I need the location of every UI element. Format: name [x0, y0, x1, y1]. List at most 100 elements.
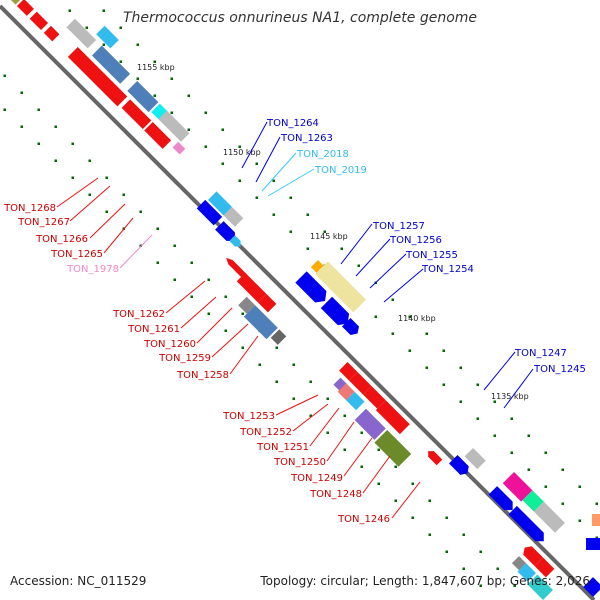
scale-dot — [187, 128, 191, 131]
scale-dot — [272, 213, 276, 216]
gene-label-ton1266[interactable]: TON_1266 — [35, 234, 88, 245]
gene-blue — [583, 577, 600, 597]
topology-text: Topology: circular; Length: 1,847,607 bp… — [260, 574, 590, 588]
gene-label-ton1264[interactable]: TON_1264 — [266, 118, 319, 129]
scale-dot — [527, 434, 530, 438]
gene-label-ton1268[interactable]: TON_1268 — [3, 203, 56, 214]
gene-label-ton1978[interactable]: TON_1978 — [66, 264, 119, 275]
gene-label-ton1261[interactable]: TON_1261 — [127, 324, 180, 335]
gene-label-ton1267[interactable]: TON_1267 — [17, 217, 70, 228]
scale-dot — [428, 533, 432, 536]
scale-dot — [289, 230, 293, 233]
gene-label-ton1258[interactable]: TON_1258 — [176, 370, 229, 381]
gene-label-ton1250[interactable]: TON_1250 — [273, 457, 326, 468]
scale-dot — [527, 468, 531, 471]
scale-dot — [428, 499, 431, 503]
scale-dot — [173, 278, 177, 281]
scale-dot — [309, 414, 313, 417]
scale-dot — [275, 380, 279, 383]
scale-dot — [187, 94, 190, 98]
scale-dot — [54, 159, 58, 162]
gene-teal — [517, 563, 536, 582]
gene-label-ton1262[interactable]: TON_1262 — [112, 309, 165, 320]
gene-paleyellow — [315, 261, 367, 313]
scale-dot — [479, 584, 483, 587]
scale-dot — [153, 60, 156, 64]
scale-dot — [442, 383, 446, 386]
accession-text: Accession: NC_011529 — [10, 574, 147, 588]
scale-dot — [221, 128, 224, 132]
scale-dot — [411, 482, 414, 486]
gene-label-ton1259[interactable]: TON_1259 — [158, 353, 211, 364]
scale-dot — [309, 380, 312, 384]
gene-label-ton1257[interactable]: TON_1257 — [372, 221, 425, 232]
scale-dot — [343, 414, 346, 418]
gene-red — [363, 386, 386, 409]
gene-label-ton1246[interactable]: TON_1246 — [337, 514, 390, 525]
gene-label-ton1260[interactable]: TON_1260 — [143, 339, 196, 350]
tick-label-1155: 1155 kbp — [137, 63, 175, 72]
scale-dot — [462, 567, 466, 570]
scale-dot — [207, 278, 210, 282]
scale-dot — [241, 346, 245, 349]
tick-label-1145: 1145 kbp — [310, 232, 348, 241]
gene-label-ton2018[interactable]: TON_2018 — [296, 149, 349, 160]
map-title: Thermococcus onnurineus NA1, complete ge… — [122, 10, 478, 26]
scale-dot — [20, 125, 24, 128]
gene-label-ton1245[interactable]: TON_1245 — [533, 364, 586, 375]
scale-dot — [37, 142, 41, 145]
scale-dot — [343, 448, 347, 451]
gene-label-ton1265[interactable]: TON_1265 — [50, 249, 103, 260]
tick-label-1135: 1135 kbp — [491, 392, 529, 401]
scale-dot — [68, 9, 72, 12]
gene-red — [29, 11, 49, 31]
gene-label-ton1247[interactable]: TON_1247 — [514, 348, 567, 359]
gene-label-ton1248[interactable]: TON_1248 — [309, 489, 362, 500]
scale-dot — [156, 227, 159, 231]
scale-dot — [37, 108, 40, 112]
scale-dot — [496, 567, 499, 571]
tick-label-1140: 1140 kbp — [398, 314, 436, 323]
gene-label-ton1256[interactable]: TON_1256 — [389, 235, 442, 246]
scale-dot — [510, 417, 513, 421]
gene-blue-arrow — [320, 296, 350, 326]
scale-dot — [85, 26, 89, 29]
gene-orange — [310, 260, 324, 273]
gene-label-ton1252[interactable]: TON_1252 — [239, 427, 292, 438]
scale-dot — [102, 43, 106, 46]
scale-dot — [105, 176, 108, 180]
scale-dot — [20, 91, 23, 95]
scale-dot — [224, 329, 228, 332]
gene-label-ton1253[interactable]: TON_1253 — [222, 411, 275, 422]
scale-dot — [255, 162, 258, 166]
gene-darkgrey — [270, 329, 287, 345]
scale-dot — [139, 244, 143, 247]
gene-red — [16, 0, 34, 16]
scale-dot — [561, 468, 564, 472]
gene-red-arrow — [428, 451, 443, 466]
scale-dot — [170, 111, 174, 114]
gene-label-ton1249[interactable]: TON_1249 — [290, 473, 343, 484]
scale-dot — [3, 74, 6, 78]
scale-dot — [292, 397, 296, 400]
scale-dot — [170, 77, 173, 81]
gene-red — [67, 47, 128, 107]
scale-dot — [173, 244, 176, 248]
scale-dot — [493, 400, 496, 404]
gene-label-ton1255[interactable]: TON_1255 — [405, 250, 458, 261]
scale-dot — [513, 584, 516, 588]
scale-dot — [323, 230, 326, 234]
gene-label-ton1263[interactable]: TON_1263 — [280, 133, 333, 144]
gene-red — [534, 557, 555, 578]
gene-label-ton1254[interactable]: TON_1254 — [421, 264, 474, 275]
scale-dot — [153, 94, 157, 97]
scale-dot — [360, 431, 363, 435]
scale-dot — [3, 108, 7, 111]
scale-dot — [306, 213, 309, 217]
scale-dot — [71, 176, 75, 179]
scale-dot — [272, 179, 275, 183]
gene-label-ton2019[interactable]: TON_2019 — [314, 165, 367, 176]
gene-label-ton1251[interactable]: TON_1251 — [256, 442, 309, 453]
label-leaders — [56, 121, 534, 519]
scale-dot — [289, 196, 292, 200]
